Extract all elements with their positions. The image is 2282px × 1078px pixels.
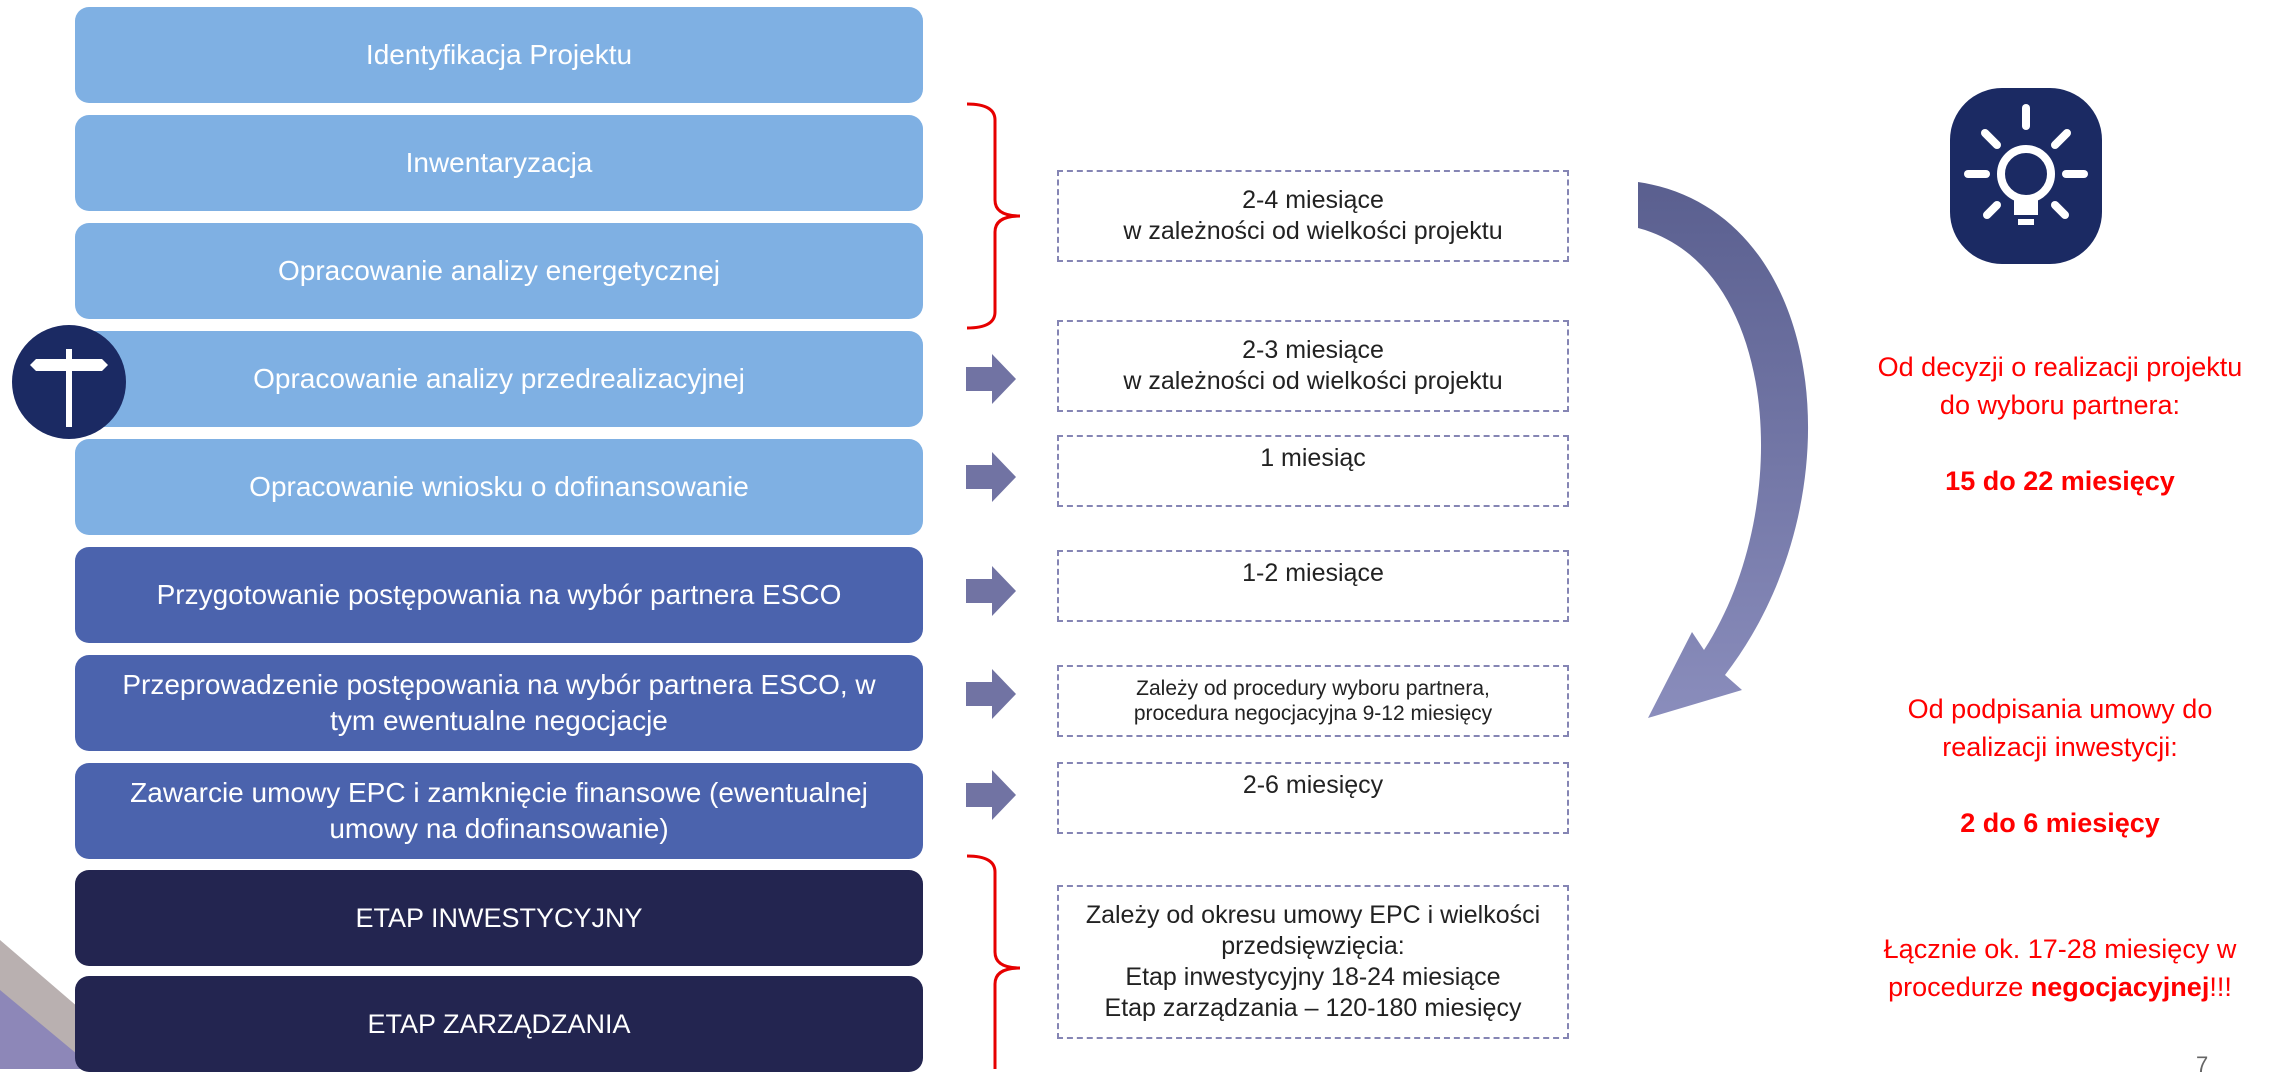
note-value: 15 do 22 miesięcy — [1945, 466, 2175, 496]
duration-line: 2-6 miesięcy — [1242, 771, 1384, 799]
stage-label: ETAP INWESTYCYJNY — [355, 903, 643, 933]
duration-esco-procedure: Zależy od procedury wyboru partnera, pro… — [1057, 665, 1569, 737]
stage-esco-procedure-execution: Przeprowadzenie postępowania na wybór pa… — [75, 655, 923, 751]
duration-line: przedsięwzięcia: — [1221, 932, 1405, 960]
duration-pre-implementation: 2-3 miesiące w zależności od wielkości p… — [1057, 320, 1569, 412]
stage-label: Identyfikacja Projektu — [365, 39, 633, 70]
note-partner-selection: Od decyzji o realizacji projektu do wybo… — [1850, 348, 2270, 500]
curved-arrow-icon — [1638, 182, 1809, 718]
stage-pre-implementation-analysis: Opracowanie analizy przedrealizacyjnej — [75, 331, 923, 427]
note-line: Łącznie ok. 17-28 miesięcy w — [1883, 934, 2237, 964]
signpost-icon — [12, 325, 126, 439]
duration-line: procedura negocjacyjna 9-12 miesięcy — [1133, 702, 1493, 725]
duration-esco-preparation: 1-2 miesiące — [1057, 550, 1569, 622]
duration-epc-contract: 2-6 miesięcy — [1057, 762, 1569, 834]
duration-line: Etap zarządzania – 120-180 miesięcy — [1104, 994, 1522, 1022]
stage-management: ETAP ZARZĄDZANIA — [75, 976, 923, 1072]
stage-funding-application: Opracowanie wniosku o dofinansowanie — [75, 439, 923, 535]
duration-line: 2-3 miesiące — [1242, 336, 1384, 364]
stage-epc-contract: Zawarcie umowy EPC i zamknięcie finansow… — [75, 763, 923, 859]
arrow-right-icon — [966, 354, 1016, 404]
note-line-2: procedurze negocjacyjnej!!! — [1888, 972, 2232, 1002]
stage-label: Inwentaryzacja — [405, 147, 593, 178]
note-total: Łącznie ok. 17-28 miesięcy w procedurze … — [1850, 930, 2270, 1006]
arrow-right-icon — [966, 566, 1016, 616]
duration-line: 1-2 miesiące — [1242, 559, 1384, 587]
lightbulb-icon — [1950, 88, 2102, 264]
arrow-right-icon — [966, 452, 1016, 502]
duration-line: Etap inwestycyjny 18-24 miesiące — [1125, 963, 1501, 991]
stage-label: Zawarcie umowy EPC i zamknięcie finansow… — [130, 777, 868, 844]
stage-esco-procedure-preparation: Przygotowanie postępowania na wybór part… — [75, 547, 923, 643]
duration-line: Zależy od okresu umowy EPC i wielkości — [1085, 901, 1541, 929]
stage-investment: ETAP INWESTYCYJNY — [75, 870, 923, 966]
stage-label: Opracowanie wniosku o dofinansowanie — [249, 471, 749, 502]
duration-line: Zależy od procedury wyboru partnera, — [1136, 677, 1490, 700]
duration-line: 2-4 miesiące — [1242, 186, 1384, 214]
duration-line: w zależności od wielkości projektu — [1123, 367, 1503, 395]
stage-inventory: Inwentaryzacja — [75, 115, 923, 211]
stage-energy-analysis: Opracowanie analizy energetycznej — [75, 223, 923, 319]
note-line: Od podpisania umowy do — [1907, 694, 2213, 724]
note-line: Od decyzji o realizacji projektu — [1877, 352, 2243, 382]
arrow-right-icon — [966, 669, 1016, 719]
note-line: realizacji inwestycji: — [1942, 732, 2178, 762]
bracket-implementation — [966, 854, 1021, 1069]
stage-label: Opracowanie analizy energetycznej — [277, 255, 721, 286]
note-value: 2 do 6 miesięcy — [1960, 808, 2160, 838]
duration-implementation: Zależy od okresu umowy EPC i wielkości p… — [1057, 885, 1569, 1039]
note-line: do wyboru partnera: — [1939, 390, 2181, 420]
stage-label: Przeprowadzenie postępowania na wybór pa… — [122, 669, 876, 736]
duration-funding: 1 miesiąc — [1057, 435, 1569, 507]
duration-line: w zależności od wielkości projektu — [1123, 217, 1503, 245]
stage-label: ETAP ZARZĄDZANIA — [367, 1009, 631, 1039]
arrow-right-icon — [966, 770, 1016, 820]
note-investment-start: Od podpisania umowy do realizacji inwest… — [1850, 690, 2270, 842]
stage-label: Przygotowanie postępowania na wybór part… — [156, 579, 842, 610]
stage-project-identification: Identyfikacja Projektu — [75, 7, 923, 103]
stage-label: Opracowanie analizy przedrealizacyjnej — [253, 363, 745, 394]
duration-line: 1 miesiąc — [1260, 444, 1366, 472]
note-emphasis: negocjacyjnej — [2030, 972, 2210, 1002]
duration-analysis: 2-4 miesiące w zależności od wielkości p… — [1057, 170, 1569, 262]
page-number: 7 — [2196, 1052, 2209, 1077]
bracket-analysis — [966, 102, 1021, 330]
